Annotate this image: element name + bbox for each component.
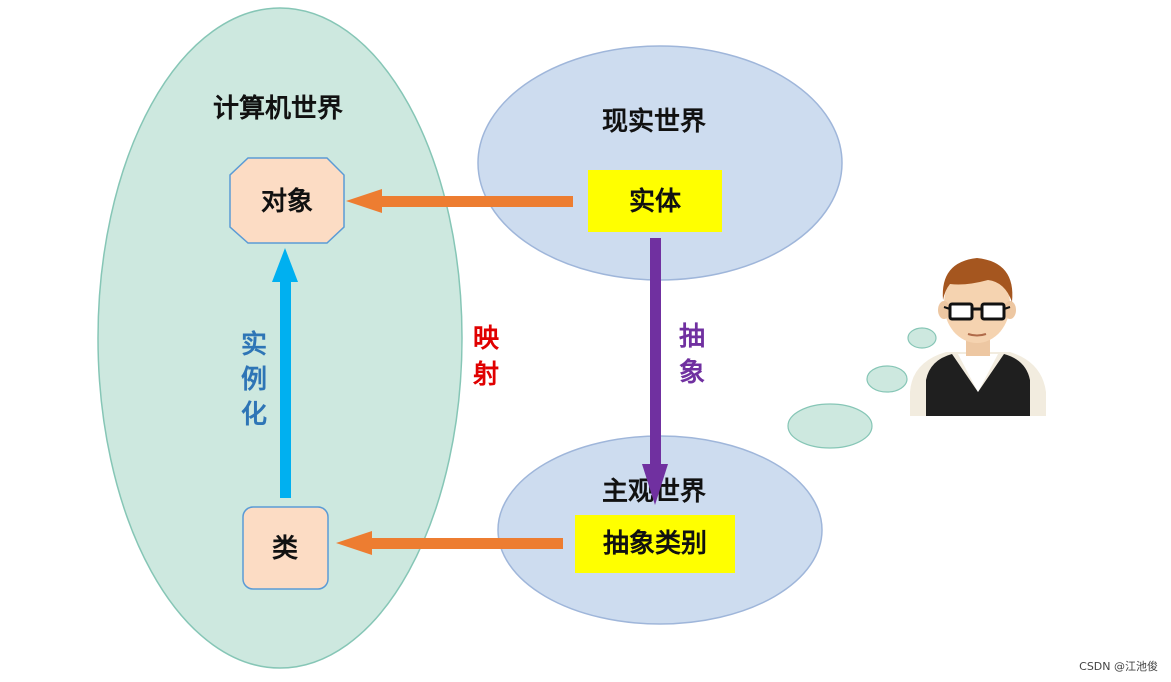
mapping-char-1: 映 (473, 324, 499, 354)
entity-label: 实体 (629, 186, 682, 217)
watermark: CSDN @江池俊 (1079, 659, 1158, 673)
mapping-char-2: 射 (472, 360, 499, 390)
instantiate-char-1: 实 (241, 329, 267, 360)
class-label: 类 (272, 534, 298, 564)
thought-bubble-small (908, 328, 936, 348)
computer-world-title: 计算机世界 (213, 93, 343, 124)
thought-bubble-large (788, 404, 872, 448)
instantiate-char-3: 化 (241, 400, 267, 430)
instantiate-label: 实 例 化 (241, 329, 267, 430)
thought-bubble-medium (867, 366, 907, 392)
abstract-char-2: 象 (679, 357, 705, 388)
category-label: 抽象类别 (603, 528, 707, 559)
object-label: 对象 (261, 186, 313, 217)
instantiate-char-2: 例 (241, 365, 267, 395)
real-world-title: 现实世界 (602, 106, 706, 137)
abstract-char-1: 抽 (679, 322, 705, 352)
abstract-label: 抽 象 (679, 322, 705, 388)
mapping-label: 映 射 (472, 324, 499, 390)
